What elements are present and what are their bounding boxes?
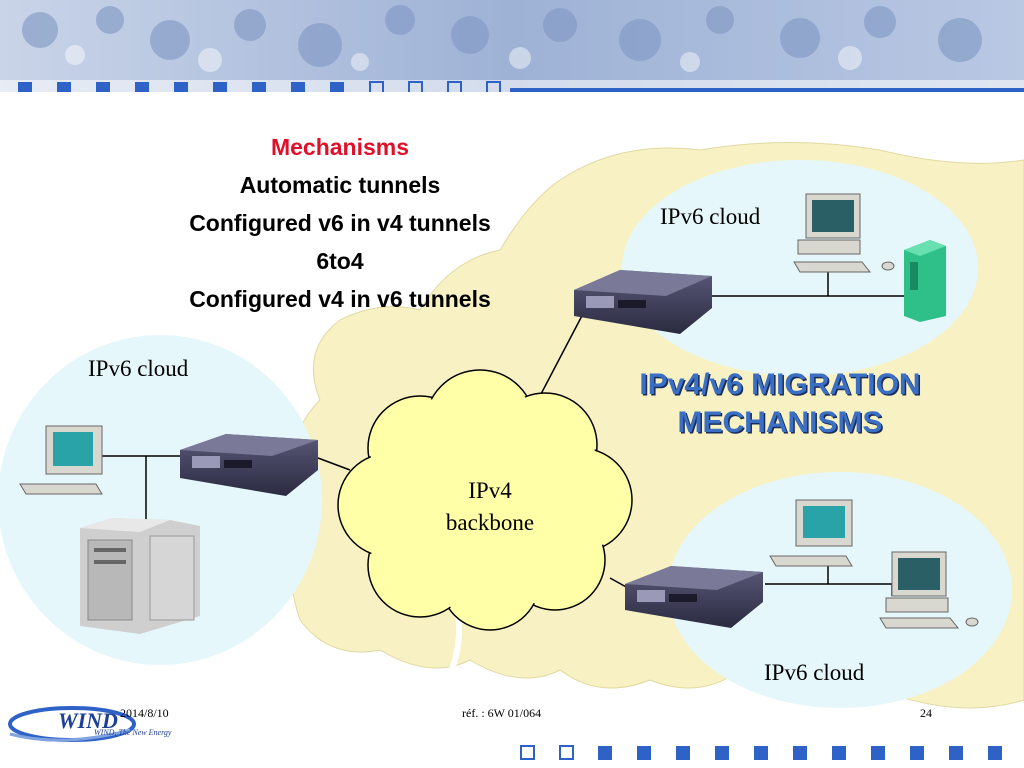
mechanism-item: Configured v6 in v4 tunnels xyxy=(189,210,491,236)
ipv6-cloud-label-bottom-right: IPv6 cloud xyxy=(764,660,865,685)
router-top-right xyxy=(574,270,712,334)
ipv6-cloud-label-left: IPv6 cloud xyxy=(88,356,189,381)
router-bottom-right xyxy=(625,566,763,628)
mechanism-item: 6to4 xyxy=(316,248,364,274)
workstation-bottom-right xyxy=(879,551,979,629)
wind-logo: WIND WIND, The New Energy xyxy=(2,700,202,750)
backbone-label-line1: IPv4 xyxy=(468,478,512,503)
mechanism-item: Automatic tunnels xyxy=(239,172,441,198)
server-cabinet xyxy=(80,518,200,634)
router-left xyxy=(180,434,318,496)
footer-page-number: 24 xyxy=(920,706,932,720)
footer-reference: réf. : 6W 01/064 xyxy=(462,706,542,720)
footer-squares xyxy=(520,745,1002,760)
mechanism-item: Configured v4 in v6 tunnels xyxy=(189,286,491,312)
ipv6-cloud-label-top-right: IPv6 cloud xyxy=(660,204,761,229)
header-squares xyxy=(18,81,501,92)
server-tower-green xyxy=(904,240,946,322)
ipv6-cloud-bottom-right xyxy=(668,472,1012,708)
workstation-top-right xyxy=(793,193,895,273)
migration-title-line2: MECHANISMS xyxy=(677,406,883,439)
wind-logo-text: WIND xyxy=(58,708,118,733)
migration-title-line1: IPv4/v6 MIGRATION xyxy=(639,368,921,401)
wind-logo-tagline: WIND, The New Energy xyxy=(94,728,172,737)
migration-title: IPv4/v6 MIGRATION MECHANISMS xyxy=(585,366,975,442)
workstation-left xyxy=(19,425,103,495)
backbone-label-line2: backbone xyxy=(445,510,535,535)
header-banner xyxy=(0,0,1024,92)
mechanisms-heading: Mechanisms xyxy=(270,134,410,160)
workstation-bottom-center xyxy=(769,499,853,567)
wind-logo-swoosh xyxy=(8,706,136,742)
footer-date: 2014/8/10 xyxy=(120,706,169,720)
